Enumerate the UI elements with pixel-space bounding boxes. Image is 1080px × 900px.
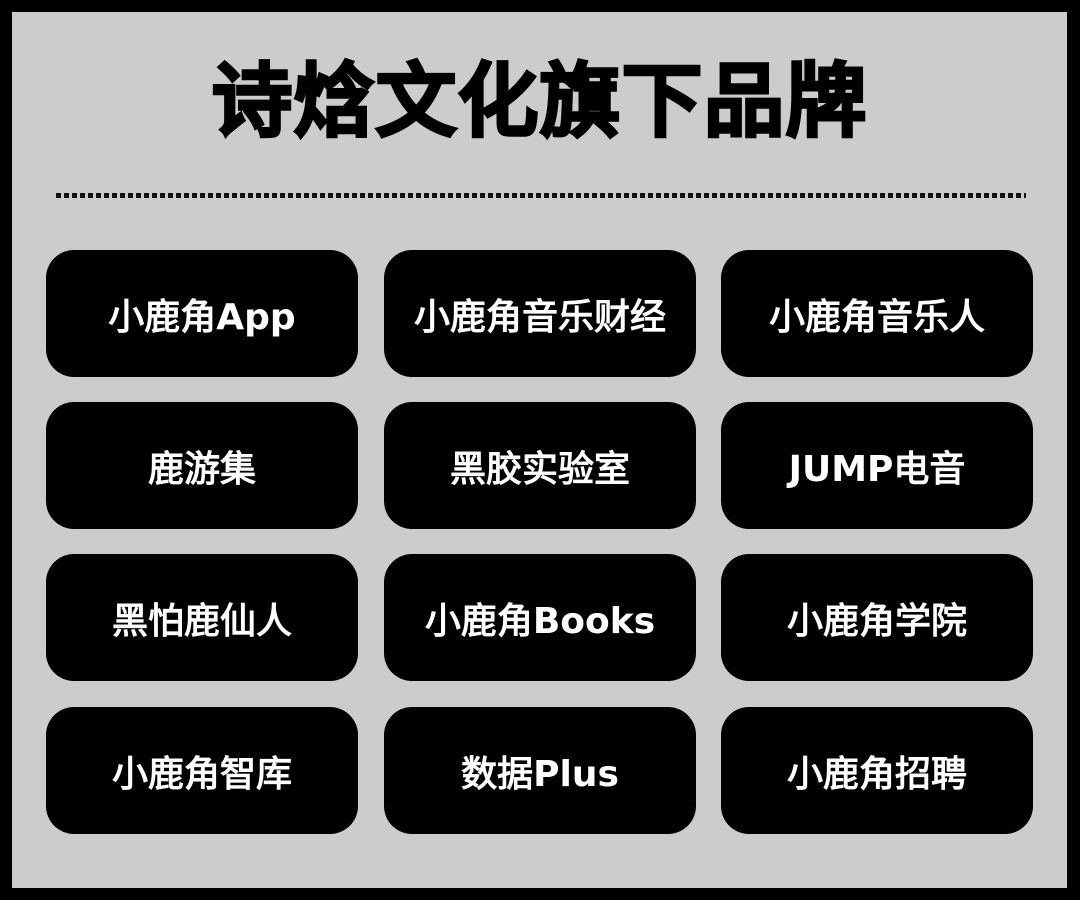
brand-card-luyouji[interactable]: 鹿游集 bbox=[46, 402, 358, 529]
brand-card-music-finance[interactable]: 小鹿角音乐财经 bbox=[384, 250, 696, 377]
brand-card-think-tank[interactable]: 小鹿角智库 bbox=[46, 707, 358, 834]
brand-card-vinyl-lab[interactable]: 黑胶实验室 bbox=[384, 402, 696, 529]
brand-label: 小鹿角App bbox=[108, 296, 296, 338]
brand-label: 小鹿角音乐人 bbox=[768, 296, 985, 338]
brand-card-academy[interactable]: 小鹿角学院 bbox=[721, 554, 1033, 681]
page-title: 诗焓文化旗下品牌 bbox=[211, 54, 868, 150]
brand-card-musician[interactable]: 小鹿角音乐人 bbox=[721, 250, 1033, 377]
brand-card-heipa[interactable]: 黑怕鹿仙人 bbox=[46, 554, 358, 681]
dotted-divider bbox=[56, 193, 1026, 198]
brand-card-jump-edm[interactable]: JUMP电音 bbox=[721, 402, 1033, 529]
brand-card-books[interactable]: 小鹿角Books bbox=[384, 554, 696, 681]
brand-label: 小鹿角招聘 bbox=[786, 753, 967, 795]
brand-card-recruitment[interactable]: 小鹿角招聘 bbox=[721, 707, 1033, 834]
brand-label: 小鹿角Books bbox=[424, 600, 656, 642]
brand-label: 数据Plus bbox=[461, 753, 619, 795]
brand-label: 黑胶实验室 bbox=[449, 448, 630, 490]
brand-label: 黑怕鹿仙人 bbox=[111, 600, 292, 642]
brand-label: 小鹿角学院 bbox=[786, 600, 967, 642]
brand-label: 小鹿角音乐财经 bbox=[413, 296, 666, 338]
brand-label: 小鹿角智库 bbox=[111, 753, 292, 795]
brand-card-xiaolujiao-app[interactable]: 小鹿角App bbox=[46, 250, 358, 377]
brand-label: 鹿游集 bbox=[147, 448, 256, 490]
brand-label: JUMP电音 bbox=[788, 448, 966, 490]
brand-card-data-plus[interactable]: 数据Plus bbox=[384, 707, 696, 834]
